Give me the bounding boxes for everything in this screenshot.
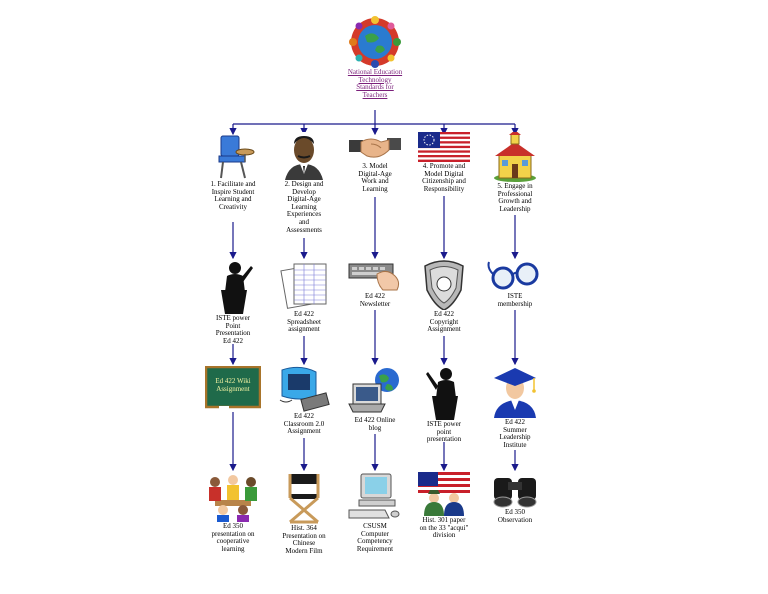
chalkboard-text-line-1: Ed 422 Wiki: [215, 377, 250, 385]
artifact-4-2-node: ISTE power point presentation: [414, 366, 474, 444]
root-node[interactable]: National Education Technology Standards …: [345, 16, 405, 99]
imac-computer-icon: [279, 366, 330, 412]
standard-1-label: 1. Facilitate and Inspire Student Learni…: [210, 180, 256, 211]
chalkboard-text-line-2: Assignment: [216, 385, 250, 393]
artifact-4-2-label: ISTE power point presentation: [426, 420, 462, 444]
binoculars-icon: [493, 478, 537, 508]
graduate-icon: [494, 368, 536, 418]
artifact-1-chalkboard-node: Ed 422 Wiki Assignment: [203, 366, 263, 410]
artifact-4-3-label: Hist. 301 paper on the 33 "acqui" divisi…: [419, 516, 469, 540]
standard-3-label: 3. Model Digital-Age Work and Learning: [358, 162, 392, 193]
mlk-portrait-icon: [281, 132, 327, 180]
artifact-2-1-node: Ed 422 Spreadsheet assignment: [274, 260, 334, 334]
directors-chair-icon: [288, 474, 320, 524]
standard-4-node: 4. Promote and Model Digital Citizenship…: [414, 132, 474, 193]
artifact-3-2-node: Ed 422 Online blog: [345, 366, 405, 432]
artifact-2-1-label: Ed 422 Spreadsheet assignment: [287, 310, 321, 334]
artifact-1-2-node: Ed 350 presentation on cooperative learn…: [203, 472, 263, 553]
us-flag-icon: [418, 132, 470, 162]
children-around-globe-icon: [349, 16, 401, 68]
artifact-5-1-node: ISTE membership: [485, 260, 545, 308]
artifact-4-1-node: Ed 422 Copyright Assignment: [414, 260, 474, 334]
standard-4-label: 4. Promote and Model Digital Citizenship…: [422, 162, 466, 193]
artifact-5-3-label: Ed 350 Observation: [497, 508, 533, 524]
spreadsheet-papers-icon: [280, 263, 327, 309]
schoolhouse-icon: [494, 132, 536, 182]
desktop-computer-icon: [348, 473, 400, 519]
handshake-icon: [349, 138, 401, 158]
artifact-3-3-node: CSUSM Computer Competency Requirement: [345, 472, 405, 553]
artifact-2-2-node: Ed 422 Classroom 2.0 Assignment: [274, 366, 334, 436]
artifact-3-1-label: Ed 422 Newsletter: [359, 292, 391, 308]
root-label[interactable]: National Education Technology Standards …: [347, 68, 403, 99]
artifact-1-1-label: ISTE power Point Presentation Ed 422: [215, 314, 251, 345]
chalkboard-icon: Ed 422 Wiki Assignment: [205, 366, 261, 409]
school-chair-icon: [218, 135, 255, 179]
badge-shield-icon: [424, 260, 464, 310]
artifact-3-2-label: Ed 422 Online blog: [354, 416, 396, 432]
standard-1-node: 1. Facilitate and Inspire Student Learni…: [203, 132, 263, 211]
speaker-podium-icon: [426, 368, 458, 420]
standard-2-node: 2. Design and Develop Digital-Age Learni…: [274, 132, 334, 234]
standard-2-label: 2. Design and Develop Digital-Age Learni…: [284, 180, 324, 234]
standard-5-node: 5. Engage in Professional Growth and Lea…: [485, 132, 545, 213]
artifact-4-1-label: Ed 422 Copyright Assignment: [427, 310, 461, 334]
keyboard-hand-icon: [348, 263, 400, 291]
artifact-5-2-node: Ed 422 Summer Leadership Institute: [485, 366, 545, 449]
standard-3-node: 3. Model Digital-Age Work and Learning: [345, 132, 405, 193]
laptop-globe-icon: [348, 368, 399, 413]
artifact-5-2-label: Ed 422 Summer Leadership Institute: [499, 418, 531, 449]
artifact-5-3-node: Ed 350 Observation: [485, 472, 545, 524]
speaker-podium-icon: [221, 262, 253, 314]
artifact-5-1-label: ISTE membership: [497, 292, 533, 308]
artifact-2-3-label: Hist. 364 Presentation on Chinese Modern…: [282, 524, 326, 555]
artifact-1-1-node: ISTE power Point Presentation Ed 422: [203, 260, 263, 345]
artifact-1-2-label: Ed 350 presentation on cooperative learn…: [211, 522, 255, 553]
artifact-2-2-label: Ed 422 Classroom 2.0 Assignment: [283, 412, 325, 436]
artifact-2-3-node: Hist. 364 Presentation on Chinese Modern…: [274, 472, 334, 555]
group-of-people-icon: [209, 475, 257, 522]
eyeglasses-icon: [487, 261, 539, 290]
artifact-3-3-label: CSUSM Computer Competency Requirement: [356, 522, 394, 553]
soldiers-flag-icon: [418, 472, 470, 516]
artifact-4-3-node: Hist. 301 paper on the 33 "acqui" divisi…: [414, 472, 474, 540]
artifact-3-1-node: Ed 422 Newsletter: [345, 260, 405, 308]
standard-5-label: 5. Engage in Professional Growth and Lea…: [497, 182, 533, 213]
